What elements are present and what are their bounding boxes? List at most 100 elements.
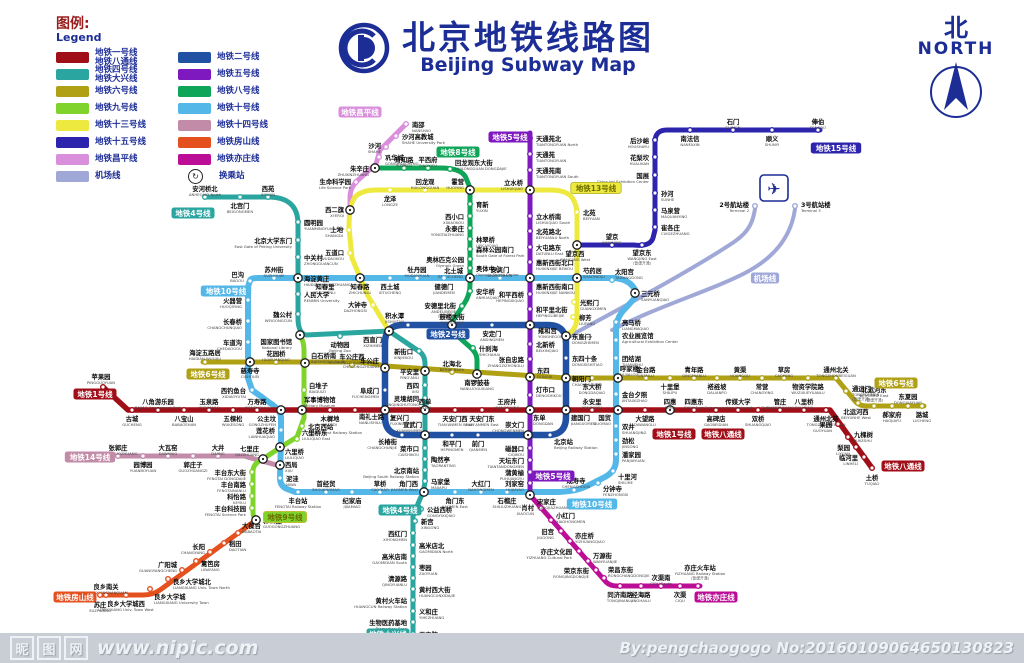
station-label-zh: 什刹海 (479, 344, 499, 353)
station-label-en: South Gate of Forest Park (476, 253, 525, 258)
station-label-en: LIANGMAQIAO (622, 326, 649, 331)
line-badge-label: 地铁亦庄线 (697, 592, 735, 602)
station-label-en: LINGJINGHUTONG (385, 402, 419, 407)
station-label-zh: 青年路 (685, 365, 705, 374)
station-marker (244, 339, 251, 346)
transfer-station-dot (633, 291, 637, 295)
station-label-en: YIZHUANGQIAO (575, 539, 605, 544)
station-label-en: TIANTONGYUAN North (535, 142, 579, 147)
legend-color-chip (178, 137, 211, 148)
station-label-en: SANYUANQIAO (641, 297, 669, 302)
station-label-zh: 六里桥东 (302, 428, 328, 437)
station-label-en: Beijing Zoo (329, 348, 351, 353)
station-label-zh: 通运门 (852, 384, 871, 393)
line-badge-line1 (73, 388, 117, 400)
station-label-zh: 上地 (330, 225, 343, 234)
station-marker (527, 243, 534, 250)
station-marker (843, 388, 850, 395)
station-label-zh: 十里堡 (661, 382, 681, 391)
station-marker (295, 311, 302, 318)
station-marker (278, 427, 285, 434)
station-marker (613, 319, 620, 326)
station-label-en: GUANGXIMEN (580, 306, 606, 311)
station-marker (410, 619, 417, 626)
station-label-zh: 车公庄 (360, 356, 380, 365)
station-label-en: HUILONGGUAN DONGDAJIE (455, 166, 507, 171)
station-marker (370, 302, 377, 309)
station-label-zh: 新宫 (421, 517, 434, 526)
station-label-en: HUALIKAN (630, 161, 649, 166)
transfer-station-dot (616, 408, 620, 412)
station-label-zh: 陶然亭 (431, 455, 451, 464)
station-label-en: RONGJINGDONGJIE (553, 574, 589, 579)
station-label-zh: 安贞门 (491, 265, 510, 274)
transfer-station-dot (278, 463, 282, 467)
transfer-station-dot (383, 408, 387, 412)
station-marker (248, 505, 255, 512)
line-badge-label: 地铁6号线 (878, 378, 914, 388)
station-label-zh: 木樨地 (320, 414, 341, 423)
station-marker (735, 407, 742, 414)
station-label-en: Life Science Park (319, 185, 352, 190)
station-marker (377, 489, 384, 496)
station-label-en: HOUSHAYU (628, 144, 650, 149)
station-label-en: GAOMIDIAN North (419, 549, 454, 554)
transfer-station-dot (564, 334, 568, 338)
station-label-zh: 亦庄火车站 (684, 563, 716, 572)
station-label-zh: 荣京东街 (563, 566, 590, 575)
legend: 图例: Legend 地铁一号线地铁八通线地铁二号线地铁四号线地铁大兴线地铁五号… (56, 17, 306, 185)
station-label-en: GUOYUAN (813, 428, 832, 433)
station-label-zh: 霍营 (451, 177, 464, 186)
station-label-en: JINTAIXIZHAO (621, 398, 648, 403)
station-marker (563, 355, 570, 362)
station-label-zh: 朝阳门 (572, 374, 591, 383)
station-marker (801, 407, 808, 414)
station-label-zh: 郝家府 (883, 410, 903, 419)
station-label-en: SHUANGJING (622, 430, 647, 435)
station-marker (295, 236, 302, 243)
station-label-en: DAZHONGSI (344, 308, 367, 313)
station-label-en: GONGZHUFEN (249, 422, 277, 427)
station-label-en: Beijing West Railway Station (308, 430, 363, 435)
station-label-zh: 马泉营 (661, 206, 681, 215)
nipic-logo-char: 网 (64, 636, 88, 660)
station-label-en: TIAN'ANMEN West (437, 422, 473, 427)
station-marker (805, 375, 812, 382)
station-label-zh: 三元桥 (641, 289, 661, 298)
station-marker (613, 355, 620, 362)
station-label-zh: 北苑路北 (536, 227, 562, 236)
station-marker (527, 291, 534, 298)
station-label-zh: 白堆子 (309, 381, 329, 390)
station-label-zh: 苹果园 (92, 372, 111, 381)
station-label-en: CAOQIAO (371, 487, 389, 492)
station-label-zh: 森林公园南门 (476, 245, 514, 254)
legend-color-chip (178, 52, 211, 63)
station-marker (613, 423, 620, 430)
station-label-en: ANHUAQIAO (476, 295, 499, 300)
station-marker (609, 241, 616, 248)
station-label-en: JIANGUOMEN (570, 421, 596, 426)
line-badge-line9 (263, 511, 307, 523)
station-marker (589, 375, 596, 382)
line-badge-label: 地铁八通线 (704, 429, 742, 439)
station-label-zh: 潞城 (916, 410, 929, 419)
station-label-zh: 次渠南 (652, 573, 672, 582)
station-label-zh: 顺义 (766, 134, 779, 143)
station-label-zh: 大钟寺 (348, 300, 368, 309)
legend-item-changping: 地铁昌平线 (56, 151, 178, 168)
station-label-zh: 梨园 (836, 443, 850, 452)
station-label-zh: 生命科学园 (320, 177, 351, 186)
station-label-en: FENGBO (810, 125, 826, 130)
station-label-zh: 呼家楼 (620, 364, 640, 373)
station-label-zh: 金台路 (636, 365, 657, 374)
line-badge-label: 地铁5号线 (492, 132, 528, 142)
station-label-en: KEYILU (233, 500, 246, 505)
station-label-zh: 双桥 (752, 414, 765, 423)
station-label-zh: 石榴庄 (497, 496, 518, 505)
station-label-zh: 安河桥北 (192, 184, 218, 193)
station-label-en: MUDANYUAN (405, 273, 430, 278)
station-label-zh: 金台夕照 (621, 390, 648, 399)
header: 北京地铁线路图 Beijing Subway Map (336, 20, 654, 76)
station-label-zh: 四惠 (664, 397, 677, 406)
station-marker (248, 481, 255, 488)
